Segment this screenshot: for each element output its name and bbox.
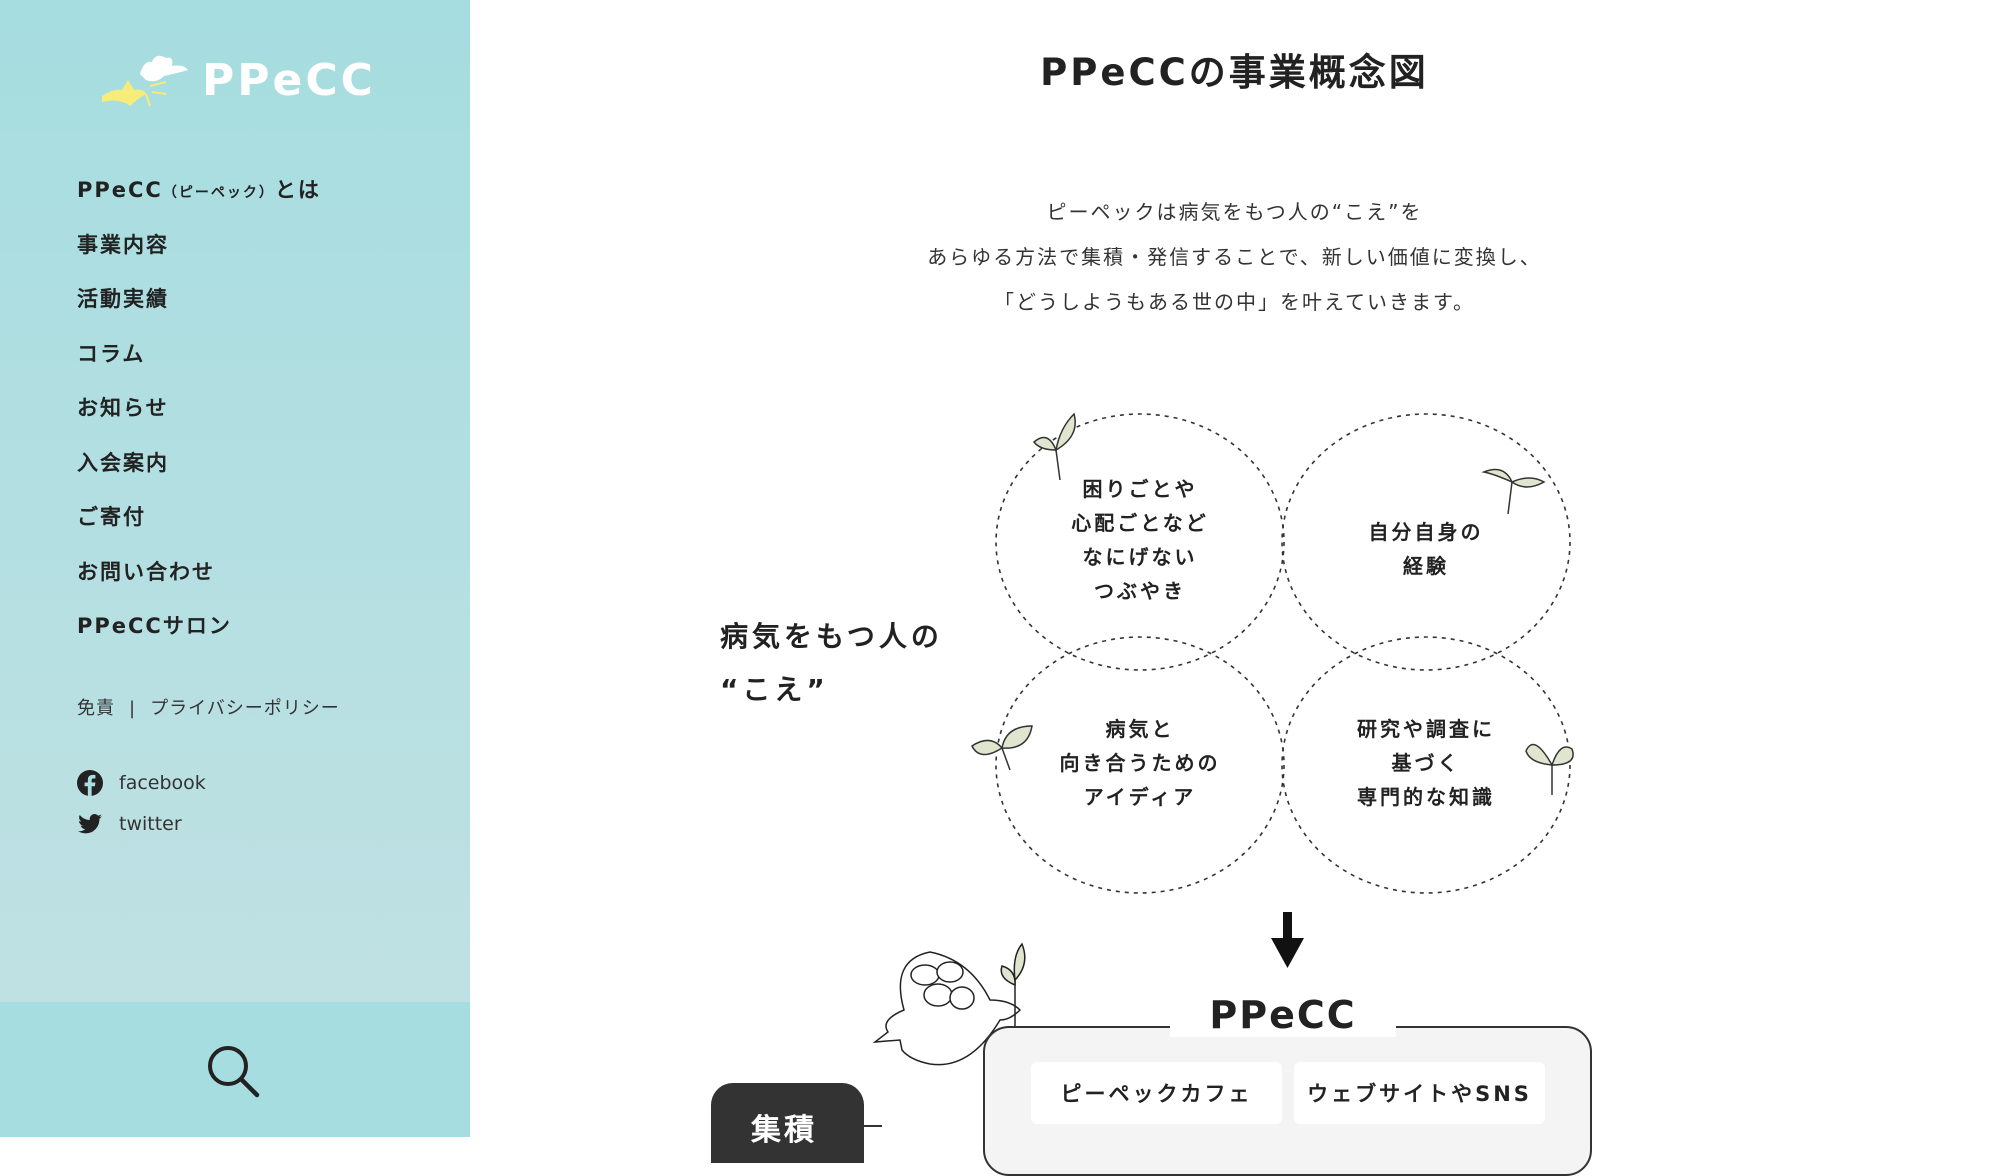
circle-line: 病気と xyxy=(1105,717,1175,741)
nav-item-membership[interactable]: 入会案内 xyxy=(77,450,169,475)
down-arrow-icon xyxy=(1271,912,1304,968)
sidebar: PPeCC PPeCC（ピーペック）とは 事業内容 活動実績 コラム お知らせ … xyxy=(0,0,470,1002)
intro-line: あらゆる方法で集積・発信することで、新しい価値に変換し、 xyxy=(927,245,1542,269)
circle-line: 基づく xyxy=(1391,751,1461,775)
circle-knowledge xyxy=(1281,636,1571,894)
circle-experience-text: 自分自身の経験 xyxy=(1296,515,1556,583)
website-sns-item[interactable]: ウェブサイトやSNS xyxy=(1294,1062,1545,1124)
main-content: PPeCCの事業概念図 ピーペックは病気をもつ人の“こえ”を あらゆる方法で集積… xyxy=(470,0,1999,1176)
circle-line: 専門的な知識 xyxy=(1357,785,1495,809)
facebook-icon xyxy=(77,770,103,796)
nav-item-contact[interactable]: お問い合わせ xyxy=(77,559,215,584)
circle-line: 経験 xyxy=(1403,554,1449,578)
circle-line: なにげない xyxy=(1082,545,1198,569)
privacy-policy-link[interactable]: プライバシーポリシー xyxy=(150,698,340,719)
separator: | xyxy=(129,698,137,719)
intro-line: ピーペックは病気をもつ人の“こえ”を xyxy=(1046,200,1423,224)
circle-line: 自分自身の xyxy=(1368,520,1484,544)
circle-worries-text: 困りごとや心配ごとなどなにげないつぶやき xyxy=(1010,472,1270,608)
legal-links: 免責 | プライバシーポリシー xyxy=(77,694,340,720)
main-nav: PPeCC（ピーペック）とは 事業内容 活動実績 コラム お知らせ 入会案内 ご… xyxy=(77,174,321,665)
voice-line: “こえ” xyxy=(720,673,829,706)
search-icon[interactable] xyxy=(206,1044,260,1098)
facebook-link[interactable]: facebook xyxy=(77,770,206,796)
intro-text: ピーペックは病気をもつ人の“こえ”を あらゆる方法で集積・発信することで、新しい… xyxy=(470,190,1999,325)
accumulation-tab: 集積 xyxy=(711,1083,864,1163)
circle-knowledge-text: 研究や調査に基づく専門的な知識 xyxy=(1296,712,1556,814)
intro-line: 「どうしようもある世の中」を叶えていきます。 xyxy=(994,290,1475,314)
logo[interactable]: PPeCC xyxy=(100,52,376,108)
search-panel xyxy=(0,1002,470,1137)
logo-text: PPeCC xyxy=(202,54,376,106)
patient-voice-heading: 病気をもつ人の “こえ” xyxy=(720,610,943,716)
nav-item-salon[interactable]: PPeCCサロン xyxy=(77,614,232,638)
voice-line: 病気をもつ人の xyxy=(720,620,943,653)
facebook-label: facebook xyxy=(119,772,206,794)
sprout-icon xyxy=(1481,468,1546,515)
circle-line: 研究や調査に xyxy=(1357,717,1495,741)
nav-suffix: とは xyxy=(274,178,321,202)
ppecc-box-label: PPeCC xyxy=(1170,993,1396,1037)
nav-item-activities[interactable]: 活動実績 xyxy=(77,287,169,311)
sprout-icon xyxy=(971,725,1033,771)
circle-line: 心配ごとなど xyxy=(1071,511,1209,535)
nav-item-business[interactable]: 事業内容 xyxy=(77,232,169,257)
ppeck-cafe-item[interactable]: ピーペックカフェ xyxy=(1031,1062,1282,1124)
sprout-icon xyxy=(1525,743,1574,795)
concept-diagram xyxy=(872,412,1574,1066)
circle-line: 向き合うための xyxy=(1059,751,1221,775)
nav-item-column[interactable]: コラム xyxy=(77,341,146,366)
circle-worries xyxy=(995,413,1285,671)
nav-item-news[interactable]: お知らせ xyxy=(77,396,169,420)
sprout-icon xyxy=(1032,412,1076,481)
connector-line xyxy=(846,1125,882,1127)
circle-ideas-text: 病気と向き合うためのアイディア xyxy=(1010,712,1270,814)
disclaimer-link[interactable]: 免責 xyxy=(77,698,115,719)
circle-line: 困りごとや xyxy=(1082,477,1198,501)
circle-line: アイディア xyxy=(1083,785,1197,809)
twitter-link[interactable]: twitter xyxy=(77,811,182,837)
circle-ideas xyxy=(995,636,1285,894)
nav-label: PPeCC xyxy=(77,178,163,202)
twitter-icon xyxy=(78,814,102,834)
twitter-label: twitter xyxy=(119,813,182,835)
circle-line: つぶやき xyxy=(1094,579,1186,603)
nav-item-about[interactable]: PPeCC（ピーペック）とは xyxy=(77,174,321,229)
page-title: PPeCCの事業概念図 xyxy=(1040,51,1429,94)
logo-star-bird-icon xyxy=(102,55,188,107)
nav-item-donation[interactable]: ご寄付 xyxy=(77,505,146,529)
nav-sub: （ピーペック） xyxy=(162,185,275,201)
circle-experience xyxy=(1281,413,1571,671)
bird-illustration xyxy=(872,942,1026,1066)
